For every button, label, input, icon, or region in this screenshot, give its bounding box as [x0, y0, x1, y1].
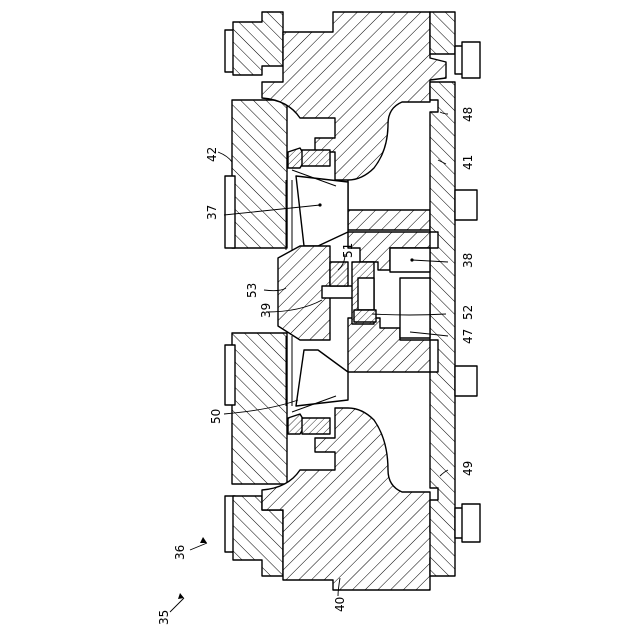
label-38: 38	[461, 253, 475, 268]
label-36: 36	[173, 545, 187, 560]
label-48: 48	[461, 107, 475, 122]
label-47: 47	[461, 329, 475, 344]
label-53: 53	[245, 283, 259, 298]
label-35: 35	[157, 610, 171, 625]
label-50: 50	[209, 409, 223, 424]
arrowhead-35	[178, 593, 184, 599]
label-42: 42	[205, 147, 219, 162]
arrowhead-36	[200, 537, 207, 543]
label-40: 40	[333, 597, 347, 612]
label-49: 49	[461, 461, 475, 476]
right-plate-41	[430, 12, 480, 576]
label-39: 39	[259, 303, 273, 318]
label-51: 51	[341, 243, 355, 258]
label-52: 52	[461, 305, 475, 320]
label-37: 37	[205, 205, 219, 220]
ports	[390, 248, 430, 338]
label-41: 41	[461, 155, 475, 170]
